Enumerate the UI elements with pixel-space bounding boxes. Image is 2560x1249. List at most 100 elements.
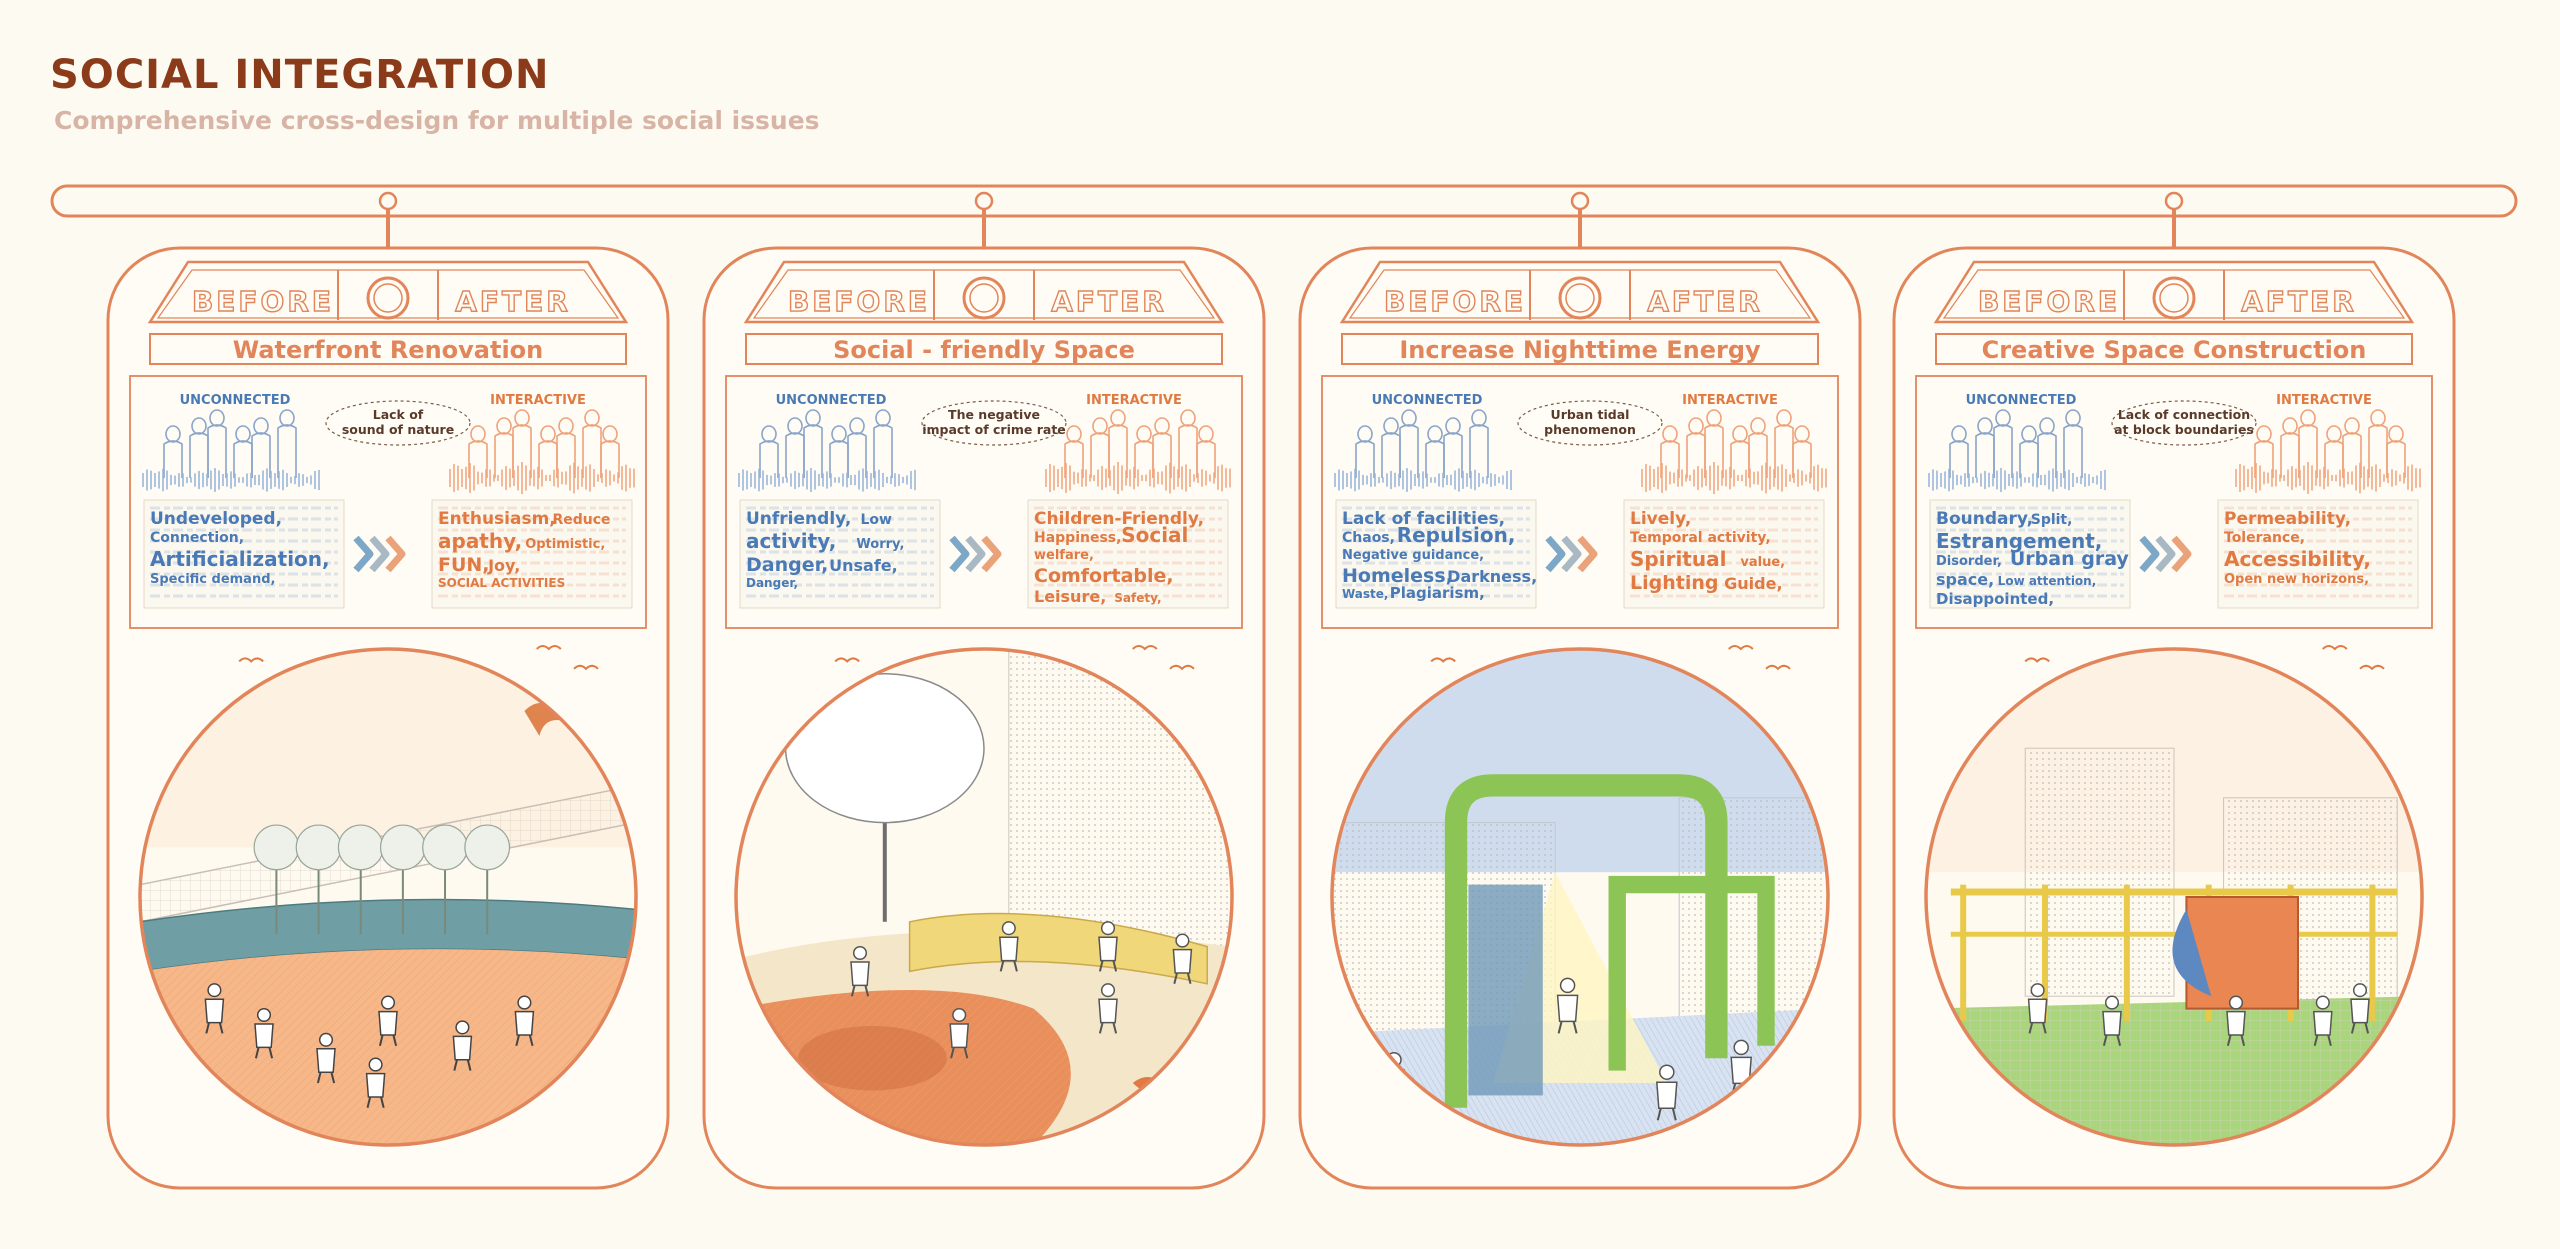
bird-icon — [1132, 645, 1158, 651]
crowd-body — [2063, 424, 2083, 478]
word-cloud-word: Leisure, — [1034, 587, 1106, 606]
word-cloud-word: value, — [1740, 555, 1785, 570]
crowd-head — [602, 425, 618, 443]
word-cloud: Children-Friendly,Happiness,Socialwelfar… — [1027, 499, 1229, 609]
scene-illustration — [736, 649, 1232, 1145]
person-head — [2315, 995, 2330, 1010]
word-cloud-bg — [2217, 499, 2419, 609]
word-cloud-word: Permeability, — [2224, 509, 2351, 529]
crowd-head — [1951, 425, 1967, 443]
crowd-head — [1688, 417, 1704, 435]
chevron-icon — [369, 535, 390, 573]
person-body — [2027, 998, 2048, 1024]
rail-hook — [378, 191, 398, 211]
chevron-icon — [965, 535, 986, 573]
crowd-body — [1704, 424, 1724, 478]
bird-icon — [1430, 657, 1456, 663]
yellow-ramp — [908, 912, 1208, 985]
crowd-head — [1776, 409, 1792, 427]
after-label: AFTER — [1051, 285, 1167, 318]
issue-text: at block boundaries — [2114, 422, 2254, 437]
sound-wave — [1334, 468, 1512, 492]
crowd-body — [2254, 440, 2274, 478]
word-cloud-word: Lighting — [1630, 572, 1718, 594]
issue-text: The negative — [948, 407, 1040, 422]
plaza-hatch — [140, 949, 636, 1145]
sound-wave — [1641, 462, 1827, 494]
person-legs — [316, 1071, 336, 1084]
transition-arrows-icon — [353, 535, 406, 573]
crowd-head — [2326, 425, 2342, 443]
crowd-head — [279, 409, 295, 427]
word-cloud-word: Lack of facilities, — [1342, 509, 1505, 529]
crowd-head — [1732, 425, 1748, 443]
panel-header-plaque-inner — [752, 269, 1216, 319]
person-body — [1172, 948, 1193, 974]
crowd-head — [1110, 409, 1126, 427]
toggle-ring — [1558, 276, 1602, 320]
unconnected-label: UNCONNECTED — [776, 393, 887, 408]
person-head — [1559, 977, 1576, 994]
crowd-body — [1443, 432, 1463, 478]
word-cloud-word: Split, — [2031, 512, 2073, 528]
rail-hook — [1570, 191, 1590, 211]
crowd-head — [1662, 425, 1678, 443]
crowd-head — [1401, 409, 1417, 427]
crowd-head — [761, 425, 777, 443]
person-head — [1659, 1064, 1675, 1080]
word-cloud-word: Danger, — [746, 576, 798, 590]
crowd-silhouette — [468, 409, 620, 478]
person-legs — [2313, 1034, 2332, 1047]
person-body — [204, 998, 225, 1024]
word-cloud-word: Waste, — [1342, 587, 1388, 601]
before-label: BEFORE — [788, 285, 930, 318]
person-body — [316, 1048, 336, 1073]
bird-icon — [536, 645, 562, 651]
top-rail-bar — [50, 184, 2518, 218]
person-figure — [2102, 995, 2122, 1047]
sound-wave — [142, 468, 320, 492]
person-figure — [949, 1007, 970, 1059]
person-figure — [998, 921, 1019, 972]
crowd-head — [1180, 409, 1196, 427]
person-body — [254, 1023, 274, 1049]
person-legs — [2350, 1022, 2370, 1034]
person-head — [2030, 983, 2045, 998]
toggle-ring — [2152, 276, 2196, 320]
word-cloud-bg — [1027, 499, 1229, 609]
unconnected-label: UNCONNECTED — [180, 393, 291, 408]
crowd-head — [849, 417, 865, 435]
unconnected-label: UNCONNECTED — [1372, 393, 1483, 408]
crowd-body — [759, 440, 779, 478]
crowd-head — [2344, 417, 2360, 435]
bird-icon — [2322, 645, 2348, 651]
word-cloud-word: SOCIAL ACTIVITIES — [438, 576, 565, 590]
person-head — [2352, 983, 2368, 998]
interactive-label: INTERACTIVE — [2276, 393, 2372, 408]
person-legs — [1656, 1107, 1677, 1121]
after-label: AFTER — [2241, 285, 2357, 318]
crowd-head — [1445, 417, 1461, 435]
crowd-body — [277, 424, 297, 478]
unconnected-label: UNCONNECTED — [1966, 393, 2077, 408]
word-cloud-word: Low attention, — [1998, 574, 2097, 588]
person-body — [1098, 936, 1118, 962]
building-left — [2024, 747, 2175, 997]
word-cloud: Boundary,Split,Estrangement,Disorder,Urb… — [1929, 499, 2131, 609]
page-title: SOCIAL INTEGRATION — [50, 52, 550, 98]
crowd-body — [251, 432, 271, 478]
crowd-head — [191, 417, 207, 435]
word-cloud-word: Happiness, — [1034, 530, 1121, 546]
person-head — [1733, 1039, 1749, 1056]
crowd-body — [1399, 424, 1419, 478]
word-cloud-word: apathy, — [438, 529, 522, 553]
word-cloud-word: Open new horizons, — [2224, 572, 2369, 587]
crowd-head — [1427, 425, 1443, 443]
crowd-silhouette — [1355, 409, 1489, 478]
crowd-body — [2368, 424, 2388, 478]
crowd-body — [600, 440, 620, 478]
